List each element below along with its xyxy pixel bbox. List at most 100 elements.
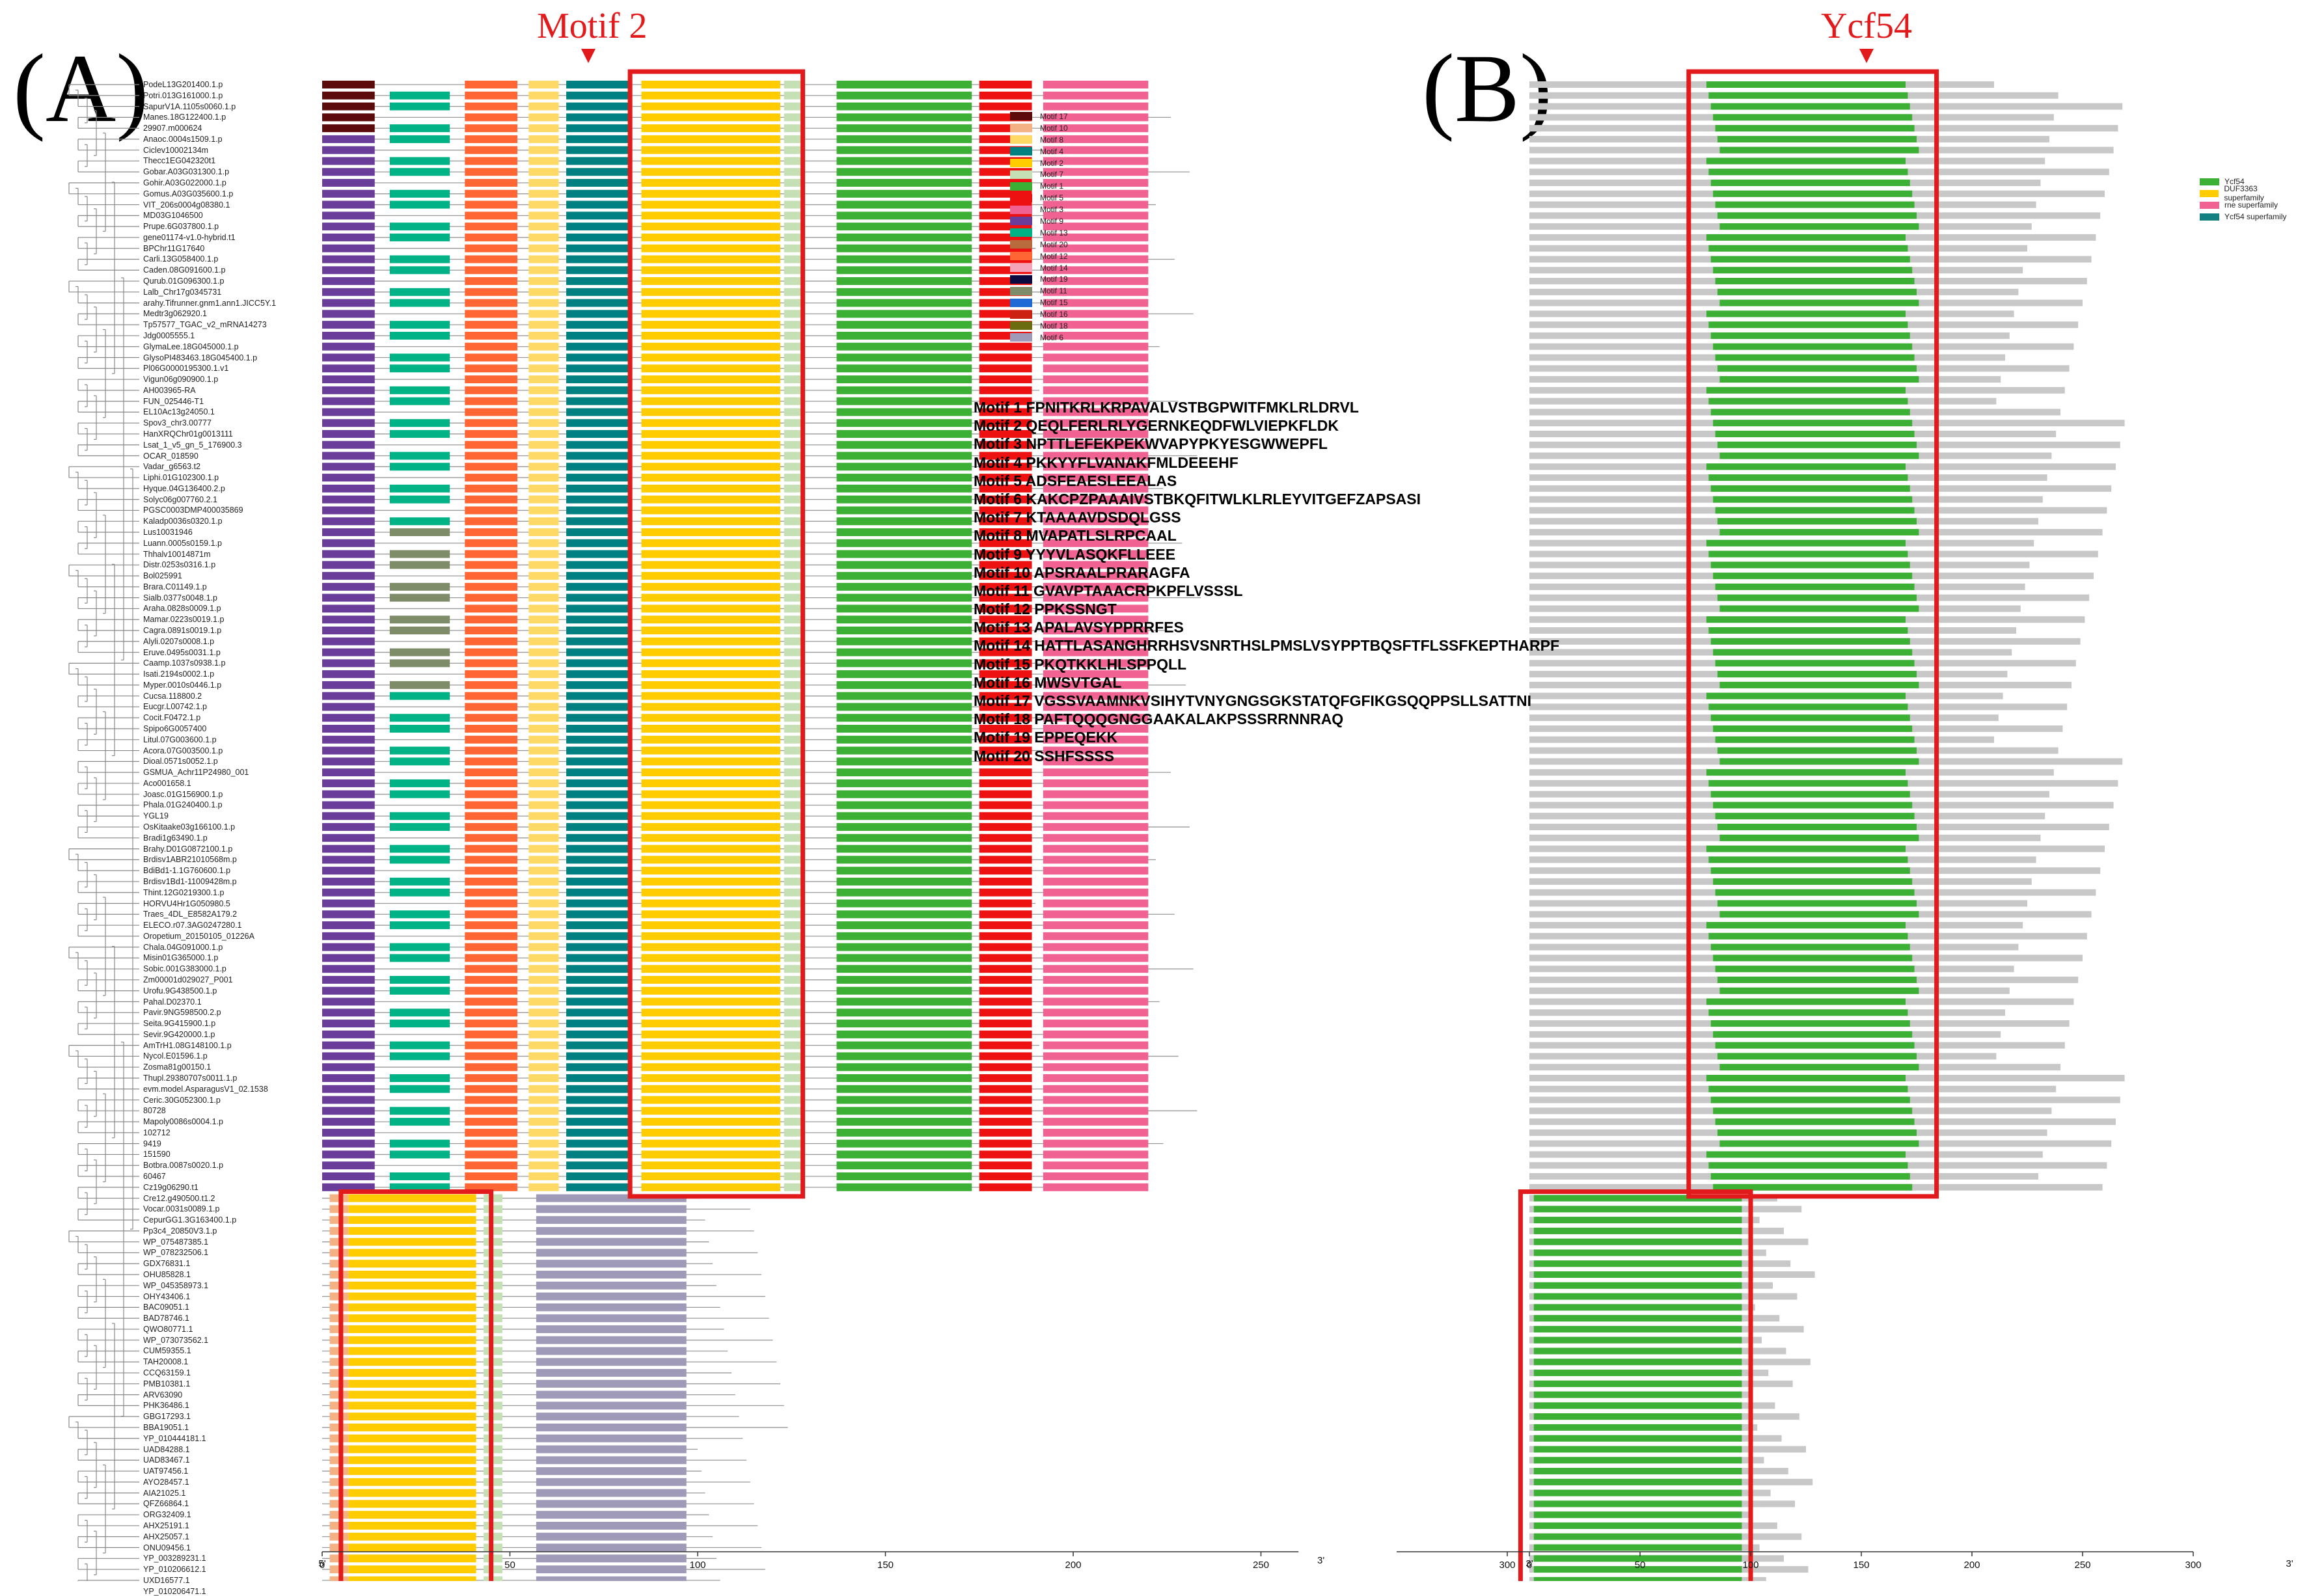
motif-block: [784, 932, 803, 940]
motif-block: [836, 833, 972, 842]
motif-block: [641, 812, 780, 820]
motif-block: [641, 1063, 780, 1072]
motif-block: [389, 1085, 450, 1093]
motif-block: [389, 517, 450, 526]
ycf54-domain: [1708, 932, 1908, 940]
taxon-label: Mapoly0086s0004.1.p: [143, 1117, 224, 1127]
motif-sequence: Motif 9 YYYVLASQKFLLEEE: [974, 545, 1176, 563]
motif-block: [836, 681, 972, 689]
taxon-label: TAH20008.1: [143, 1357, 189, 1367]
motif-block: [784, 102, 803, 111]
motif-block: [641, 244, 780, 252]
motif-block: [465, 495, 518, 504]
motif-block: [322, 419, 375, 427]
motif-block: [528, 790, 559, 798]
motif-block: [1043, 877, 1149, 886]
motif-block: [979, 899, 1032, 908]
motif-block: [528, 932, 559, 940]
motif-block: [389, 386, 450, 394]
ycf54-domain: [1717, 594, 1917, 601]
motif-block: [465, 244, 518, 252]
ycf54-domain: [1533, 1370, 1742, 1377]
ycf54-domain: [1719, 681, 1919, 688]
motif-block: [465, 474, 518, 482]
motif-block: [322, 386, 375, 394]
motif-block: [536, 1379, 687, 1388]
motif-block: [348, 1369, 476, 1377]
motif-block: [322, 932, 375, 940]
motif-block: [784, 440, 803, 449]
motif-block: [465, 899, 518, 908]
ycf54-domain: [1533, 1402, 1742, 1409]
motif-block: [784, 790, 803, 798]
motif-block: [389, 692, 450, 700]
motif-block: [784, 648, 803, 656]
motif-block: [566, 321, 631, 329]
motif-block: [641, 495, 780, 504]
taxon-label: Gohir.A03G022000.1.p: [143, 178, 226, 188]
motif-block: [784, 124, 803, 133]
motif-block: [536, 1226, 687, 1235]
taxon-label: Thupl.29380707s0011.1.p: [143, 1073, 238, 1083]
motif-block: [465, 1020, 518, 1028]
motif-block: [322, 124, 375, 133]
motif-block: [465, 954, 518, 962]
motif-block: [322, 353, 375, 362]
motif-block: [566, 386, 631, 394]
motif-block: [528, 189, 559, 198]
motif-block: [979, 1139, 1032, 1148]
motif-block: [528, 255, 559, 264]
legend-label: Motif 16: [1040, 310, 1068, 319]
motif-block: [641, 856, 780, 864]
legend-label: Motif 8: [1040, 135, 1064, 144]
ycf54-domain: [1710, 256, 1910, 263]
taxon-label: QFZ66864.1: [143, 1499, 189, 1509]
motif-block: [784, 757, 803, 766]
motif-block: [566, 1052, 631, 1061]
motif-block: [784, 288, 803, 296]
taxon-label: BPChr11G17640: [143, 243, 205, 253]
motif-block: [836, 1118, 972, 1126]
ycf54-domain: [1715, 1118, 1915, 1126]
motif-block: [836, 899, 972, 908]
motif-block: [1043, 572, 1149, 580]
motif-block: [322, 954, 375, 962]
motif-block: [465, 419, 518, 427]
legend-label: Motif 4: [1040, 146, 1064, 156]
motif-block: [836, 1128, 972, 1137]
motif-block: [979, 353, 1032, 362]
ycf54-domain: [1533, 1282, 1742, 1289]
taxon-label: Prupe.6G037800.1.p: [143, 222, 219, 232]
motif-block: [784, 845, 803, 853]
motif-sequence: Motif 8 MVAPATLSLRPCAAL: [974, 527, 1177, 545]
axis-b-tick-label: 200: [1963, 1560, 1980, 1571]
motif-block: [528, 681, 559, 689]
ycf54-domain: [1708, 321, 1908, 329]
motif-block: [641, 823, 780, 832]
axis-a-end-right: 3': [1317, 1555, 1324, 1566]
taxon-label: Gomus.A03G035600.1.p: [143, 189, 234, 198]
motif-block: [641, 790, 780, 798]
motif-block: [322, 1128, 375, 1137]
motif-block: [979, 833, 1032, 842]
motif-block: [836, 1063, 972, 1072]
motif-block: [784, 637, 803, 645]
motif-block: [528, 1063, 559, 1072]
legend-swatch: [1010, 286, 1032, 295]
taxon-label: Seita.9G415900.1.p: [143, 1019, 216, 1029]
motif-block: [465, 135, 518, 143]
legend-swatch: [1010, 240, 1032, 249]
ycf54-domain: [1710, 638, 1910, 645]
motif-block: [536, 1249, 687, 1257]
ycf54-domain: [1533, 1359, 1742, 1366]
ycf54-domain: [1708, 627, 1908, 634]
motif-block: [784, 735, 803, 744]
motif-block: [1043, 135, 1149, 143]
legend-label: Motif 5: [1040, 193, 1064, 203]
motif-block: [1043, 419, 1149, 427]
motif-sequence: Motif 6 KAKCPZPAAAIVSTBKQFITWLKLRLEYVITG…: [974, 490, 1421, 507]
motif-block: [836, 124, 972, 133]
motif-block: [465, 321, 518, 329]
motif-block: [322, 593, 375, 602]
motif-block: [784, 877, 803, 886]
